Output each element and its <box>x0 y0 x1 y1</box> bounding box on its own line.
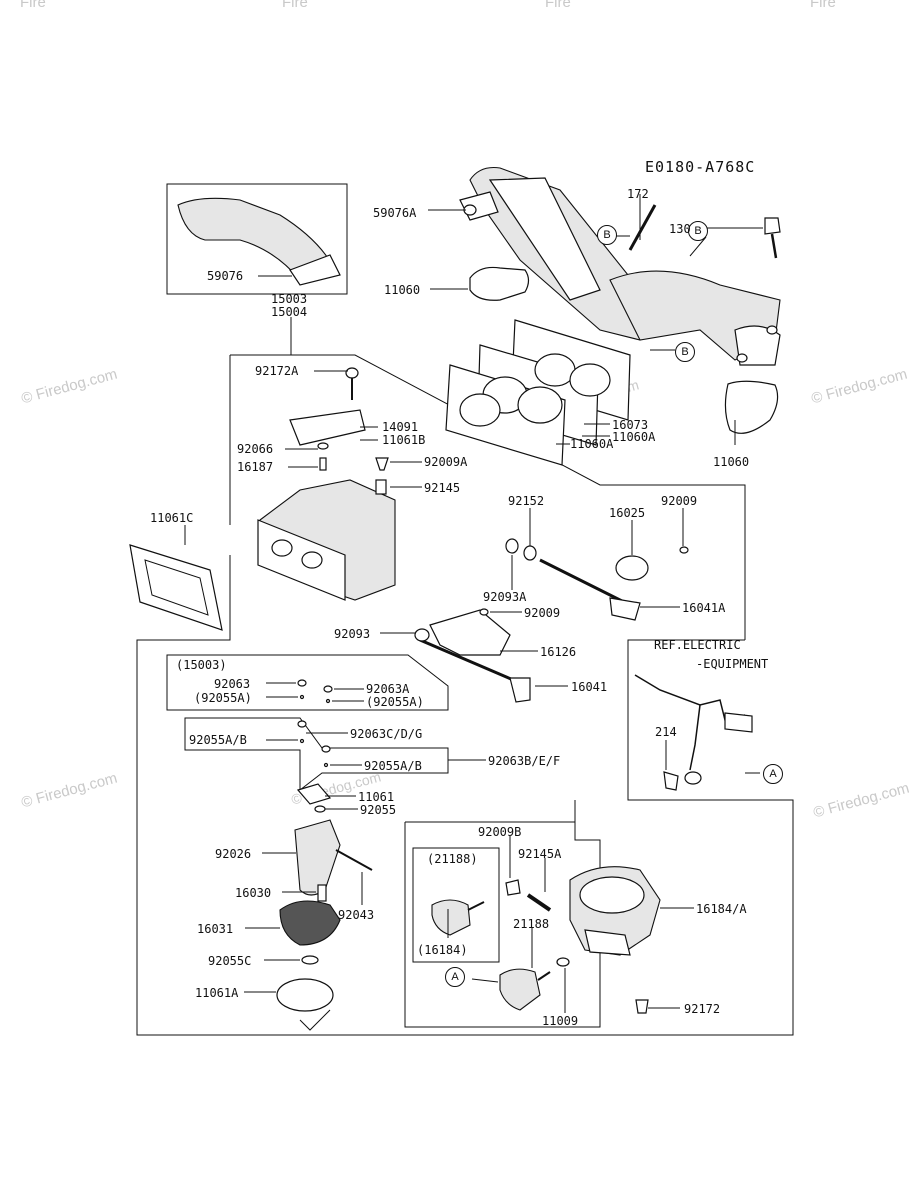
part-label: 11060 <box>384 283 421 297</box>
part-label: 11060A <box>570 437 614 451</box>
part-label: 15004 <box>271 305 308 319</box>
diagram-code: E0180-A768C <box>645 158 756 176</box>
ref-note-line1: REF.ELECTRIC <box>654 638 741 652</box>
part-label: 92055A/B <box>189 733 247 747</box>
part-label: 14091 <box>382 420 419 434</box>
part-label: 11060 <box>713 455 750 469</box>
part-label: 16041 <box>571 680 608 694</box>
part-label: 92066 <box>237 442 274 456</box>
part-label: 11061C <box>150 511 194 525</box>
harness-connector <box>724 712 753 733</box>
part-label: 92172A <box>255 364 299 378</box>
motor-inset-box <box>412 847 500 963</box>
float-92026 <box>294 819 341 896</box>
part-label: 16073 <box>612 418 649 432</box>
part-label: 16184/A <box>696 902 747 916</box>
part-label: 92063B/E/F <box>488 754 561 768</box>
gasket-14091 <box>289 409 366 446</box>
part-label: 172 <box>627 187 649 201</box>
inset-box-screws <box>166 654 449 711</box>
part-label: 92009 <box>661 494 698 508</box>
part-label: 92093 <box>334 627 371 641</box>
watermark: Fire <box>282 0 308 11</box>
ref-marker-b: B <box>688 221 708 241</box>
ref-marker-a: A <box>445 967 465 987</box>
part-label: 59076 <box>207 269 244 283</box>
part-label: 92009 <box>524 606 561 620</box>
assembly-outline <box>136 555 794 1036</box>
part-label: 92063A <box>366 682 410 696</box>
part-label: 92043 <box>338 908 375 922</box>
motor-inset-21188 <box>431 899 471 936</box>
part-label: 92055A/B <box>364 759 422 773</box>
part-label: 11009 <box>542 1014 579 1028</box>
float-bowl-16031 <box>279 900 341 946</box>
part-label: 92145A <box>518 847 562 861</box>
part-label: (21188) <box>427 852 478 866</box>
ref-marker-b: B <box>675 342 695 362</box>
part-label: 92152 <box>508 494 545 508</box>
gasket-11061A <box>276 978 334 1012</box>
part-label: 16187 <box>237 460 274 474</box>
inset-box-15003 <box>166 183 348 295</box>
part-label: (92055A) <box>366 695 424 709</box>
part-label: 92093A <box>483 590 527 604</box>
part-label: 59076A <box>373 206 417 220</box>
part-label: 92063 <box>214 677 251 691</box>
gasket-16073 <box>445 364 566 466</box>
part-label: 11061 <box>358 790 395 804</box>
part-label: 130 <box>669 222 691 236</box>
part-label: 92009B <box>478 825 522 839</box>
part-label: 92145 <box>424 481 461 495</box>
part-label: 11061A <box>195 986 239 1000</box>
gasket-11061C <box>129 544 223 631</box>
motor-21188 <box>499 968 541 1011</box>
part-label: 92172 <box>684 1002 721 1016</box>
gasket-11060-right <box>724 380 779 434</box>
part-label: (15003) <box>176 658 227 672</box>
part-label: 16031 <box>197 922 234 936</box>
part-label: 214 <box>655 725 677 739</box>
part-label: 16030 <box>235 886 272 900</box>
part-label: 92055 <box>360 803 397 817</box>
watermark: Fire <box>20 0 46 11</box>
assembly-outline <box>230 354 746 640</box>
ref-note-line2: -EQUIPMENT <box>696 657 769 671</box>
part-label: 92026 <box>215 847 252 861</box>
part-label: 16041A <box>682 601 726 615</box>
part-label: 11061B <box>382 433 426 447</box>
part-label: 21188 <box>513 917 550 931</box>
part-label: (16184) <box>417 943 468 957</box>
throttle-valve-16025 <box>615 555 649 581</box>
manifold-runner <box>488 177 601 301</box>
throttle-box <box>404 821 601 1028</box>
part-label: 92055C <box>208 954 252 968</box>
part-label: 92063C/D/G <box>350 727 423 741</box>
part-label: 15003 <box>271 292 308 306</box>
watermark: Fire <box>545 0 571 11</box>
part-label: 92009A <box>424 455 468 469</box>
ref-marker-b: B <box>597 225 617 245</box>
gasket-11060 <box>469 266 530 301</box>
part-label: 16025 <box>609 506 646 520</box>
part-label: 11060A <box>612 430 656 444</box>
part-label: 16126 <box>540 645 577 659</box>
part-label: (92055A) <box>194 691 252 705</box>
ref-marker-a: A <box>763 764 783 784</box>
watermark: Fire <box>810 0 836 11</box>
